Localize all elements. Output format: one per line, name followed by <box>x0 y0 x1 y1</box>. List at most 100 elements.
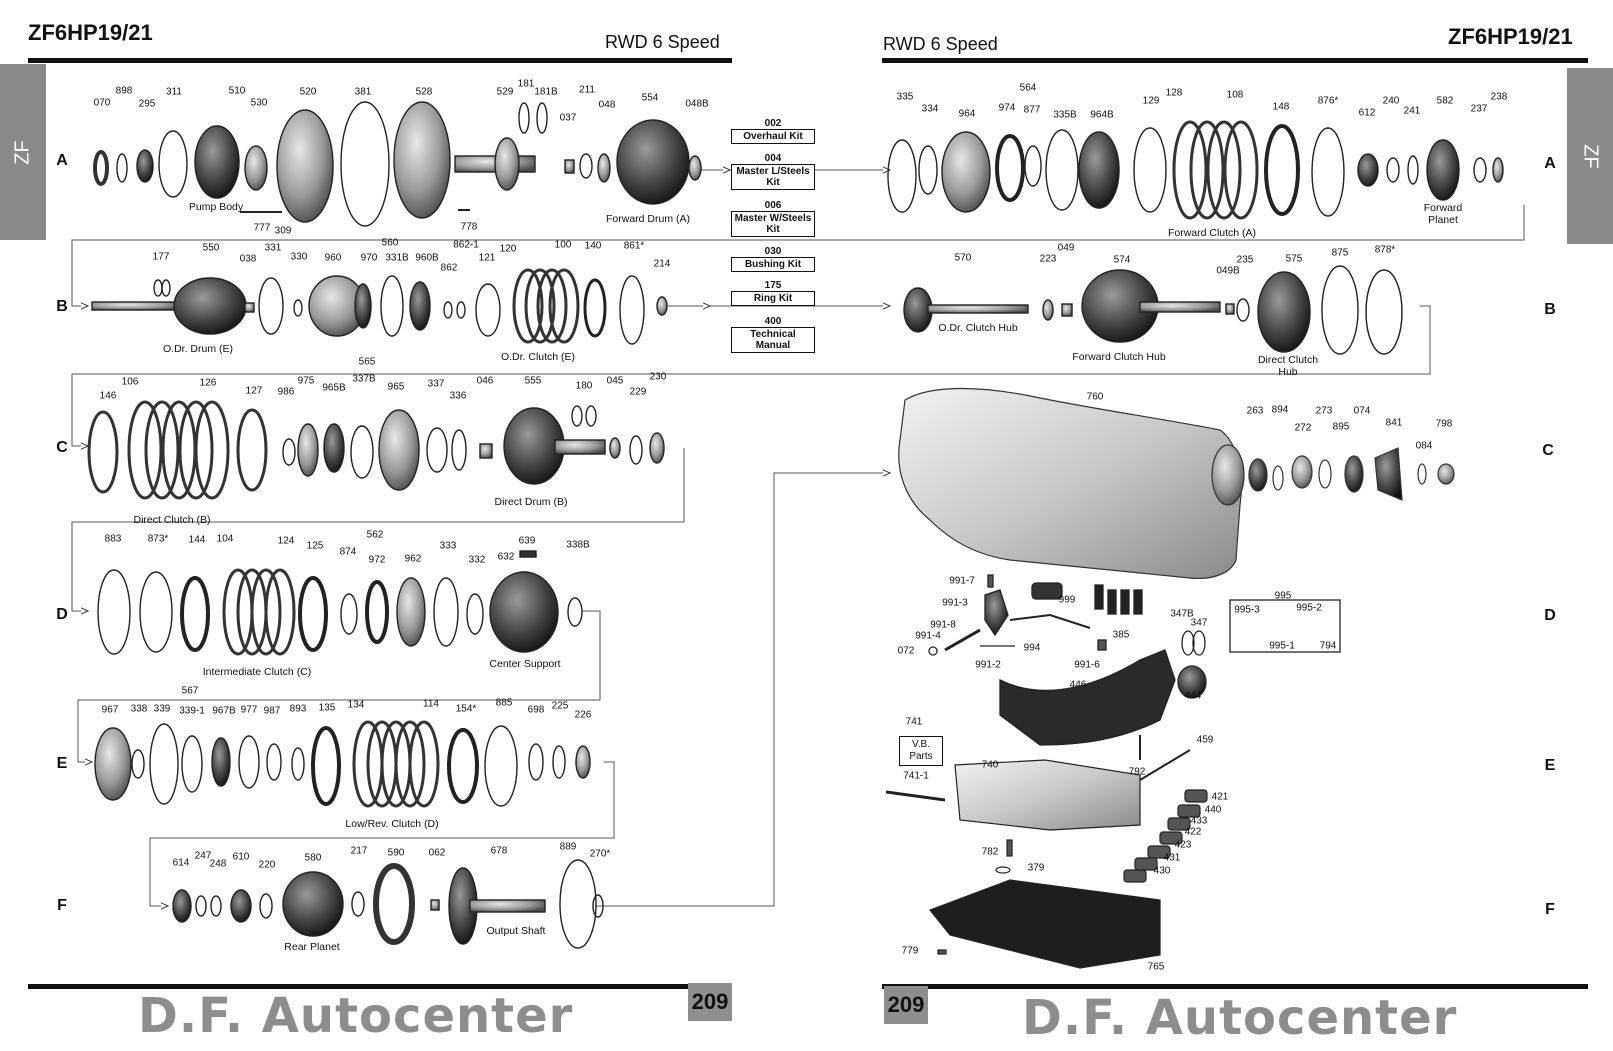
part-number: 240 <box>1382 95 1400 107</box>
right-page-number: 209 <box>884 986 928 1024</box>
part-number: 885 <box>495 697 513 709</box>
part-number: 336 <box>449 390 467 402</box>
part-number: 311 <box>166 86 182 98</box>
caption-odr-clutch: O.Dr. Clutch (E) <box>500 351 576 363</box>
row-b-left-parts <box>91 268 668 345</box>
part-number: 335 <box>896 91 914 103</box>
part-number: 960B <box>415 252 439 264</box>
part-number: 895 <box>1332 421 1350 433</box>
row-label-f-left: F <box>57 897 67 914</box>
part-number: 862 <box>440 262 458 274</box>
part-number: 144 <box>188 534 206 546</box>
part-number: 991-3 <box>942 597 968 609</box>
part-number: 270* <box>589 848 611 860</box>
part-number: 181B <box>534 86 558 98</box>
part-number: 048B <box>685 98 709 110</box>
part-number: 520 <box>299 86 317 98</box>
part-number: 338B <box>566 539 590 551</box>
part-number: 878* <box>1374 244 1396 256</box>
part-number: 965 <box>387 381 405 393</box>
part-number: 612 <box>1358 107 1376 119</box>
part-number: 223 <box>1039 253 1057 265</box>
part-number: 347B <box>1170 608 1194 620</box>
part-number: 874 <box>339 546 357 558</box>
part-number: 128 <box>1165 87 1183 99</box>
part-number: 120 <box>499 243 517 255</box>
part-number: 564 <box>1019 82 1037 94</box>
part-number: 792 <box>1128 766 1146 778</box>
flow-c-to-d <box>71 448 685 611</box>
part-number: 238 <box>1490 91 1508 103</box>
part-number: 632 <box>497 551 515 563</box>
oil-pan <box>929 866 1161 969</box>
part-number: 575 <box>1285 253 1303 265</box>
part-number: 430 <box>1153 865 1171 877</box>
row-d-left-parts <box>97 550 583 656</box>
part-number: 444 <box>1184 690 1202 702</box>
caption-center-support: Center Support <box>489 658 561 670</box>
flow-d-to-e <box>77 610 601 762</box>
part-number: 180 <box>575 380 593 392</box>
part-number: 614 <box>172 857 190 869</box>
part-number: 385 <box>1112 629 1130 641</box>
row-label-c-right: C <box>1542 442 1554 459</box>
part-number: 181 <box>517 78 535 90</box>
part-number: 337 <box>427 378 445 390</box>
part-number: 074 <box>1353 405 1371 417</box>
part-number: 333 <box>439 540 457 552</box>
caption-low-rev-clutch: Low/Rev. Clutch (D) <box>345 818 439 830</box>
caption-direct-clutch: Direct Clutch (B) <box>133 514 211 526</box>
part-number: 423 <box>1174 839 1192 851</box>
part-number: 964B <box>1090 109 1114 121</box>
flow-a-to-b <box>71 205 1525 306</box>
part-number: 062 <box>428 847 446 859</box>
part-number: 861* <box>623 240 645 252</box>
part-number: 698 <box>527 704 545 716</box>
part-number: 528 <box>415 86 433 98</box>
row-label-e-right: E <box>1544 757 1556 774</box>
left-header-rule <box>28 58 732 63</box>
part-number: 639 <box>518 535 536 547</box>
part-number: 582 <box>1436 95 1454 107</box>
part-number: 381 <box>354 86 372 98</box>
part-number: 248 <box>209 858 227 870</box>
part-number: 135 <box>318 702 336 714</box>
row-label-c-left: C <box>56 439 68 456</box>
left-subtitle: RWD 6 Speed <box>605 32 720 52</box>
part-number: 530 <box>250 97 268 109</box>
part-number: 898 <box>115 85 133 97</box>
part-number: 421 <box>1211 791 1229 803</box>
part-number: 841 <box>1385 417 1403 429</box>
part-number: 235 <box>1236 254 1254 266</box>
part-number: 446 <box>1069 679 1087 691</box>
part-number: 562 <box>366 529 384 541</box>
part-number: 995-1 <box>1269 640 1295 652</box>
part-number: 550 <box>202 242 220 254</box>
part-number: 760 <box>1086 391 1104 403</box>
part-number: 331B <box>385 252 409 264</box>
part-number: 570 <box>954 252 972 264</box>
part-number: 309 <box>274 225 292 237</box>
caption-odr-drum: O.Dr. Drum (E) <box>163 343 233 355</box>
part-number: 379 <box>1027 862 1045 874</box>
part-number: 241 <box>1403 105 1421 117</box>
part-number: 126 <box>199 377 217 389</box>
left-brand: D.F. Autocenter <box>138 988 574 1044</box>
part-number: 049B <box>1216 265 1240 277</box>
part-number: 331 <box>264 242 282 254</box>
row-label-d-right: D <box>1544 607 1556 624</box>
part-number: 778 <box>460 221 478 233</box>
row-a-right-parts <box>887 120 1504 220</box>
part-number: 877 <box>1023 104 1041 116</box>
caption-intermediate-clutch: Intermediate Clutch (C) <box>202 666 312 678</box>
part-number: 529 <box>496 86 514 98</box>
caption-direct-clutch-hub: Direct Clutch Hub <box>1257 354 1319 378</box>
part-number: 440 <box>1204 804 1222 816</box>
part-number: 991-4 <box>915 630 941 642</box>
part-number: 337B <box>352 373 376 385</box>
